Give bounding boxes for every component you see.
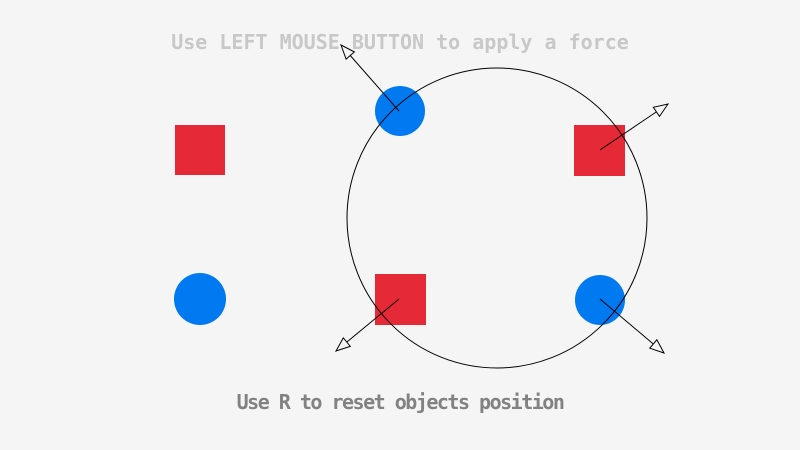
blue-circle-top[interactable] [375,86,425,136]
force-arrow-top-right-square-head-icon [652,103,670,118]
force-arrow-top-circle-head-icon [340,43,356,61]
red-square-left[interactable] [175,125,225,175]
force-arrow-bottom-mid-square-head-icon [334,336,352,352]
blue-circle-bottom-left[interactable] [174,273,226,325]
force-arrow-bottom-right-circle-line [599,298,663,353]
force-arrow-bottom-right-circle-head-icon [648,338,666,354]
red-square-top-right[interactable] [574,125,625,176]
red-square-bottom-middle[interactable] [375,274,426,325]
force-radius-circle [346,67,648,369]
blue-circle-bottom-right[interactable] [575,275,625,325]
force-arrow-top-circle-line [341,46,400,112]
force-arrow-top-right-square-line [599,104,667,151]
force-arrow-bottom-mid-square-line [337,298,400,351]
